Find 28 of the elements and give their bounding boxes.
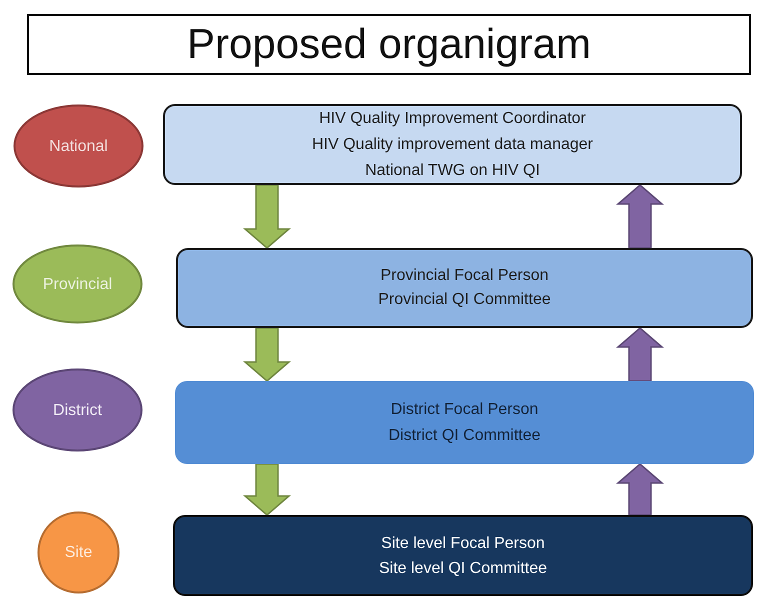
- level-oval: [12, 244, 143, 324]
- block-arrow: [616, 184, 664, 249]
- level-label: Provincial: [42, 274, 112, 294]
- role-box: [175, 381, 754, 464]
- role-box: [163, 104, 742, 185]
- role-box: [176, 248, 753, 328]
- title-text: Proposed organigram: [187, 21, 591, 68]
- block-arrow: [616, 463, 664, 516]
- role-text: Site level Focal Person: [381, 534, 545, 554]
- level-oval: [37, 511, 120, 594]
- role-text: District QI Committee: [388, 426, 540, 446]
- level-oval: [13, 104, 144, 188]
- level-oval: [12, 368, 143, 452]
- block-arrow: [242, 463, 292, 516]
- role-text: Provincial QI Committee: [378, 290, 551, 310]
- block-arrow: [242, 327, 292, 382]
- level-label: Site: [64, 543, 92, 563]
- role-text: National TWG on HIV QI: [365, 160, 540, 180]
- block-arrow: [616, 327, 664, 382]
- role-text: HIV Quality Improvement Coordinator: [319, 108, 586, 128]
- level-label: District: [53, 400, 102, 420]
- role-text: HIV Quality improvement data manager: [312, 134, 593, 154]
- role-text: Provincial Focal Person: [380, 266, 549, 286]
- level-label: National: [49, 136, 108, 156]
- block-arrow: [242, 184, 292, 249]
- role-box: [173, 515, 753, 596]
- role-text: District Focal Person: [390, 400, 538, 420]
- role-text: Site level QI Committee: [378, 558, 548, 578]
